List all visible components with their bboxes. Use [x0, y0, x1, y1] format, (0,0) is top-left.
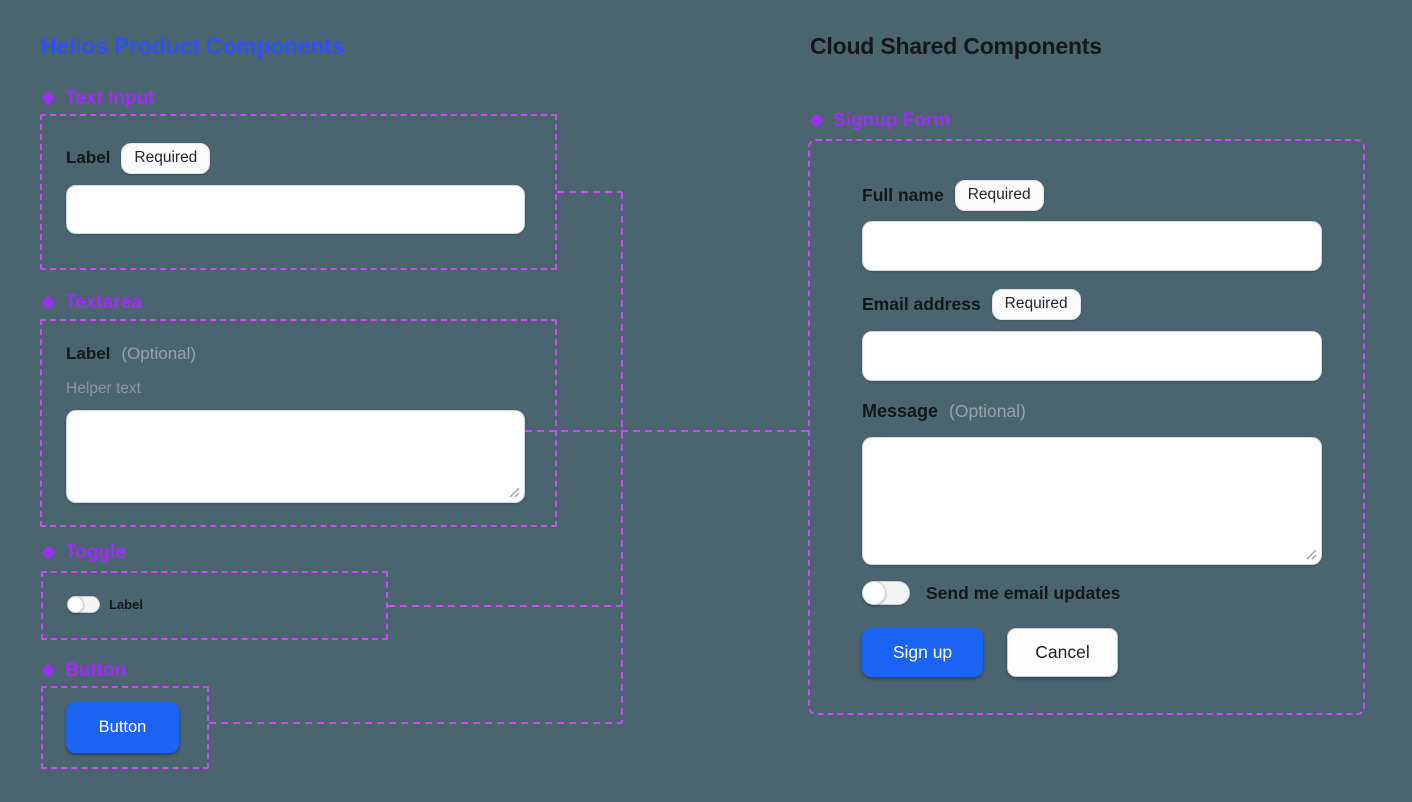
full-name-label: Full name	[862, 184, 944, 205]
resize-handle-icon[interactable]	[508, 486, 520, 498]
resize-handle-icon[interactable]	[1305, 548, 1317, 560]
email-label: Email address	[862, 293, 981, 314]
section-label-text: Toggle	[65, 542, 126, 563]
toggle-component-frame	[41, 571, 388, 640]
email-label-row: Email address Required	[862, 289, 1081, 320]
cancel-button[interactable]: Cancel	[1007, 628, 1118, 677]
section-label-text: Button	[65, 660, 127, 681]
section-label-text: Textarea	[65, 292, 142, 313]
component-diamond-icon: ❖	[40, 661, 57, 681]
toggle-knob[interactable]	[67, 595, 84, 613]
text-input-label: Label	[66, 148, 111, 168]
full-name-input[interactable]	[862, 221, 1322, 271]
component-diamond-icon: ❖	[40, 293, 57, 313]
email-updates-label: Send me email updates	[926, 582, 1121, 603]
required-badge: Required	[121, 143, 211, 174]
message-label-row: Message (Optional)	[862, 401, 1026, 422]
section-label-textarea: ❖ Textarea	[40, 292, 142, 314]
button-component-frame	[41, 686, 209, 769]
section-label-button: ❖ Button	[40, 660, 126, 682]
toggle-label: Label	[109, 597, 143, 612]
text-input-field[interactable]	[66, 185, 525, 234]
email-input[interactable]	[862, 331, 1322, 381]
required-badge: Required	[991, 289, 1081, 320]
required-badge: Required	[954, 180, 1044, 211]
text-input-component-frame	[40, 114, 557, 270]
section-label-text: Text Input	[65, 88, 155, 109]
section-label-text: Signup Form	[833, 110, 951, 131]
sign-up-button[interactable]: Sign up	[862, 628, 983, 677]
textarea-field[interactable]	[66, 410, 525, 503]
component-diamond-icon: ❖	[40, 543, 57, 563]
section-label-toggle: ❖ Toggle	[40, 542, 126, 564]
toggle-switch[interactable]	[67, 595, 100, 613]
section-label-signup-form: ❖ Signup Form	[808, 110, 950, 132]
text-input-label-row: Label Required	[66, 143, 211, 174]
optional-hint: (Optional)	[949, 401, 1026, 421]
optional-hint: (Optional)	[121, 344, 197, 363]
component-diamond-icon: ❖	[40, 89, 57, 109]
email-updates-toggle[interactable]	[862, 580, 910, 605]
textarea-label-row: Label (Optional)	[66, 344, 196, 364]
textarea-helper-text: Helper text	[66, 380, 141, 397]
toggle-row: Label	[67, 595, 143, 613]
component-diamond-icon: ❖	[808, 111, 825, 131]
left-library-title: Helios Product Components	[40, 33, 345, 59]
message-label: Message	[862, 401, 939, 421]
textarea-label: Label	[66, 344, 111, 363]
email-updates-row: Send me email updates	[862, 580, 1121, 605]
signup-form-frame	[808, 139, 1365, 715]
full-name-label-row: Full name Required	[862, 180, 1044, 211]
sample-button[interactable]: Button	[66, 702, 179, 753]
textarea-component-frame	[40, 319, 557, 527]
right-library-title: Cloud Shared Components	[810, 33, 1102, 59]
toggle-knob[interactable]	[862, 580, 886, 605]
message-textarea[interactable]	[862, 437, 1322, 565]
section-label-text-input: ❖ Text Input	[40, 88, 155, 110]
